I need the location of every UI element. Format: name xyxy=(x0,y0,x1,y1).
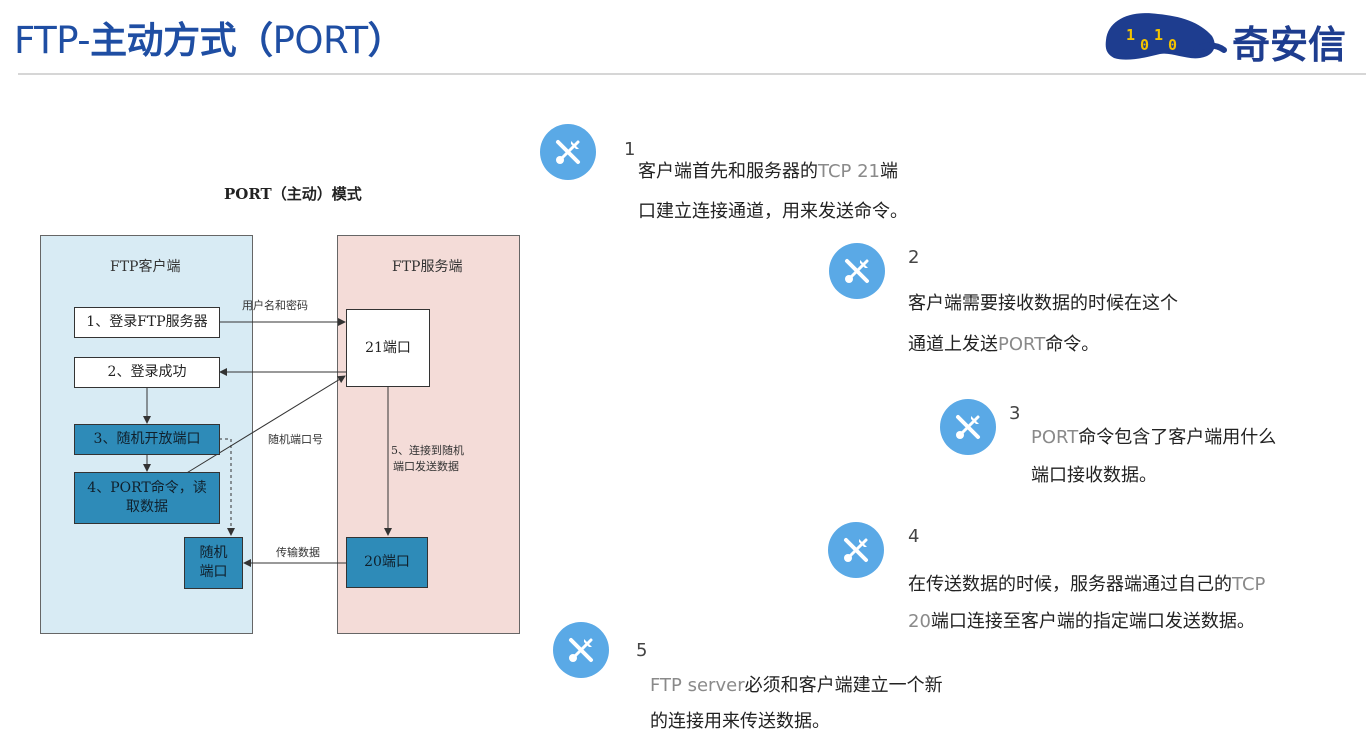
step-2-number: 2 xyxy=(908,247,920,268)
box-port-20: 20端口 xyxy=(346,537,428,588)
logo-digit: 1 xyxy=(1126,26,1135,44)
port-command-line-2: 取数据 xyxy=(126,499,168,515)
step-1-number: 1 xyxy=(624,139,636,160)
step-3-number: 3 xyxy=(1009,403,1021,424)
box-open-random-port: 3、随机开放端口 xyxy=(74,424,220,455)
label-random-port-number: 随机端口号 xyxy=(268,433,323,446)
step-text-term: TCP xyxy=(1232,574,1266,595)
arrow-open-port-to-random-port xyxy=(219,438,235,536)
step-text: 命令。 xyxy=(1045,334,1100,355)
page-title: FTP-主动方式（PORT） xyxy=(14,10,405,64)
logo-digit: 0 xyxy=(1140,36,1149,54)
step-2-line-1: 客户端需要接收数据的时候在这个 xyxy=(908,293,1178,315)
client-panel-label: FTP客户端 xyxy=(110,259,181,275)
label-connect-line-1: 5、连接到随机 xyxy=(391,444,464,457)
arrow-port-cmd-to-21 xyxy=(184,375,346,475)
title-close: ） xyxy=(367,19,405,62)
port-command-line-1: 4、PORT命令，读 xyxy=(87,480,207,497)
company-logo: 1 0 1 0 奇安信 xyxy=(1100,6,1368,67)
tools-icon xyxy=(540,124,596,180)
label-connect-line-2: 端口发送数据 xyxy=(393,460,459,473)
step-text-term: PORT xyxy=(1031,427,1079,448)
step-4-line-2: 20端口连接至客户端的指定端口发送数据。 xyxy=(908,611,1255,633)
step-3-line-2: 端口接收数据。 xyxy=(1031,465,1157,487)
step-5-number: 5 xyxy=(636,640,648,661)
step-5-line-1: FTP server必须和客户端建立一个新 xyxy=(650,675,943,697)
step-4-line-1: 在传送数据的时候，服务器端通过自己的TCP xyxy=(908,574,1265,596)
step-4-number: 4 xyxy=(908,526,920,547)
step-text: 端口接收数据。 xyxy=(1031,465,1157,486)
step-text: 必须和客户端建立一个新 xyxy=(744,675,943,696)
logo-mark-icon: 1 0 1 0 xyxy=(1105,13,1227,60)
random-port-line-2: 端口 xyxy=(199,564,228,580)
title-prefix: FTP- xyxy=(14,19,91,62)
step-1-line-1: 客户端首先和服务器的TCP 21端 xyxy=(638,161,898,183)
box-login-ftp-server: 1、登录FTP服务器 xyxy=(74,307,220,338)
box-random-port: 随机 端口 xyxy=(184,537,243,589)
box-port-command: 4、PORT命令，读 取数据 xyxy=(74,472,220,524)
logo-digit: 1 xyxy=(1154,26,1163,44)
step-text: 口建立连接通道，用来发送命令。 xyxy=(638,201,908,222)
step-text: 的连接用来传送数据。 xyxy=(650,711,830,732)
logo-text: 奇安信 xyxy=(1232,23,1347,67)
logo-digit: 0 xyxy=(1168,36,1177,54)
title-main: 主动方式（ xyxy=(90,19,273,62)
step-text-term: PORT xyxy=(998,334,1046,355)
tools-icon xyxy=(940,399,996,455)
step-text: 通道上发送 xyxy=(908,334,998,355)
box-port-21: 21端口 xyxy=(346,309,430,387)
server-panel-label: FTP服务端 xyxy=(392,259,463,275)
label-transfer-data: 传输数据 xyxy=(276,546,320,559)
step-5-line-2: 的连接用来传送数据。 xyxy=(650,711,830,733)
step-text: 在传送数据的时候，服务器端通过自己的 xyxy=(908,574,1232,595)
step-text: 客户端首先和服务器的 xyxy=(638,161,818,182)
step-text: 客户端需要接收数据的时候在这个 xyxy=(908,293,1178,314)
step-text-term: TCP 21 xyxy=(818,161,880,182)
diagram-title: PORT（主动）模式 xyxy=(224,185,362,203)
step-text: 端 xyxy=(880,161,898,182)
step-text-term: FTP server xyxy=(650,675,745,696)
step-1-line-2: 口建立连接通道，用来发送命令。 xyxy=(638,201,908,223)
tools-icon xyxy=(828,522,884,578)
label-username-password: 用户名和密码 xyxy=(242,299,308,312)
step-text-term: 20 xyxy=(908,611,931,632)
title-port: PORT xyxy=(272,19,369,62)
random-port-line-1: 随机 xyxy=(199,545,228,562)
tools-icon xyxy=(553,622,609,678)
title-divider xyxy=(18,73,1366,75)
tools-icon xyxy=(829,243,885,299)
step-3-line-1: PORT命令包含了客户端用什么 xyxy=(1031,427,1276,449)
step-text: 命令包含了客户端用什么 xyxy=(1078,427,1277,448)
step-text: 端口连接至客户端的指定端口发送数据。 xyxy=(930,611,1255,632)
step-2-line-2: 通道上发送PORT命令。 xyxy=(908,334,1099,356)
box-login-success: 2、登录成功 xyxy=(74,357,220,388)
